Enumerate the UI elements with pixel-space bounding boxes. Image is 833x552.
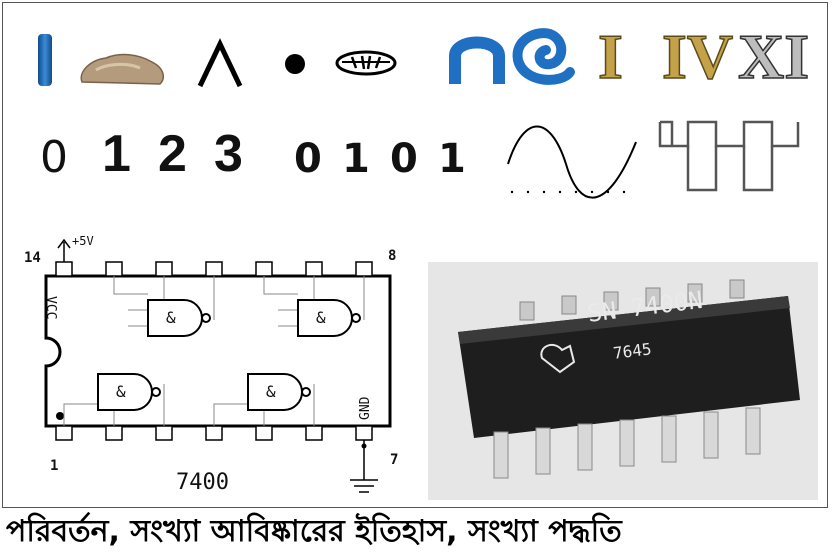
gate-1-symbol: & bbox=[166, 308, 176, 327]
ic-7400-pinout-diagram bbox=[44, 238, 392, 493]
gnd-label: GND bbox=[358, 396, 373, 420]
gate-3-symbol: & bbox=[116, 382, 126, 401]
pebble-icon bbox=[80, 53, 165, 85]
vcc-label: VCC bbox=[43, 296, 58, 320]
caret-mark-icon bbox=[197, 38, 243, 88]
roman-numeral-1: I bbox=[597, 20, 623, 93]
decimal-digit-2: 2 bbox=[158, 125, 187, 183]
shell-icon bbox=[335, 50, 397, 76]
chip-photo-drawing bbox=[458, 279, 800, 479]
binary-digit-1: 1 bbox=[342, 136, 370, 182]
decimal-digit-0: 0 bbox=[40, 132, 68, 183]
pin-8-label: 8 bbox=[388, 248, 397, 264]
caption-text: পরিবর্তন, সংখ্যা আবিষ্কারের ইতিহাস, সংখ্… bbox=[6, 514, 622, 549]
square-wave-icon bbox=[658, 120, 800, 192]
binary-digit-3: 1 bbox=[438, 136, 466, 182]
roman-numeral-4: IV bbox=[661, 20, 734, 93]
gate-4-symbol: & bbox=[266, 382, 276, 401]
pin-1-label: 1 bbox=[50, 458, 59, 474]
decimal-digit-3: 3 bbox=[214, 125, 243, 183]
arch-numeral-icon bbox=[449, 36, 505, 84]
binary-digit-0: 0 bbox=[294, 136, 322, 182]
ic-chip-photo bbox=[428, 262, 818, 500]
supply-label: +5V bbox=[72, 234, 94, 248]
dot-icon bbox=[285, 54, 305, 74]
part-number-label: 7400 bbox=[176, 470, 229, 495]
pin-7-label: 7 bbox=[390, 452, 399, 468]
pin-14-label: 14 bbox=[24, 250, 41, 266]
binary-digit-2: 0 bbox=[390, 136, 418, 182]
gate-2-symbol: & bbox=[316, 308, 326, 327]
tally-stick-icon bbox=[38, 34, 52, 86]
sine-wave-icon bbox=[507, 125, 637, 199]
roman-numeral-11: XI bbox=[737, 20, 810, 93]
spiral-numeral-icon bbox=[512, 28, 575, 85]
decimal-digit-1: 1 bbox=[102, 125, 131, 183]
